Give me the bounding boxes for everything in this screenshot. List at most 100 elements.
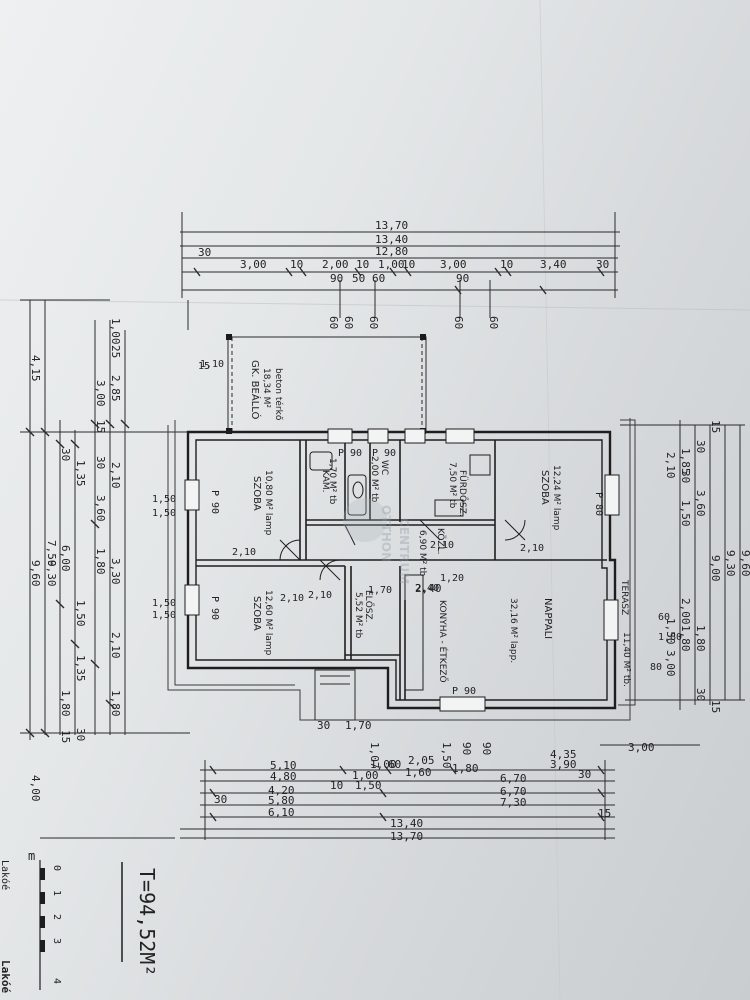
room-wc-area: 2,00 M² tb (369, 456, 379, 503)
svg-text:2,10: 2,10 (232, 547, 256, 558)
svg-text:4,15: 4,15 (29, 355, 42, 382)
dim-top-r1-e: 10 (356, 258, 369, 271)
left-dimension-texts: 4,15 9,60 9,30 7,50 4,00 1,00 25 2,85 3,… (29, 318, 122, 802)
left-dimension-lines (20, 299, 190, 839)
dim-top-r1-c: 10 (290, 258, 303, 271)
svg-text:1,80: 1,80 (658, 632, 682, 643)
carport-dims: 15 1,10 (198, 359, 224, 372)
top-dimension-lines (180, 212, 620, 330)
dim-top-r2-c: 60 (372, 272, 385, 285)
scale-unit: m (28, 849, 35, 863)
dim-top-r1-i: 10 (500, 258, 513, 271)
room-living-area: 32,16 M² lapp. (508, 598, 518, 663)
svg-text:7,50: 7,50 (45, 540, 58, 567)
left-ticks (25, 419, 130, 738)
svg-text:1,50: 1,50 (355, 779, 382, 792)
room-pantry-area: 1,70 M² tb (327, 458, 337, 505)
svg-text:4: 4 (51, 978, 62, 984)
svg-text:6,70: 6,70 (500, 785, 527, 798)
room-hall-area: 6,90 M² tb (417, 530, 427, 577)
svg-text:1,80: 1,80 (452, 762, 479, 775)
room-bedroom2-area: 12,60 M² lamp (263, 590, 273, 656)
windows (184, 428, 620, 712)
room-labels: GK. BEÁLLÓ 18,34 M² beton térkő SZOBA 10… (249, 360, 631, 687)
watermark-line1: OTTHON (379, 505, 393, 562)
svg-text:6,70: 6,70 (500, 772, 527, 785)
svg-text:4,20: 4,20 (268, 784, 295, 797)
svg-text:1,50: 1,50 (679, 500, 692, 527)
area-total-text: T=94,52M² (135, 868, 159, 976)
svg-text:1,50: 1,50 (152, 598, 176, 609)
corner-text: Lakóé (0, 960, 12, 993)
room-terrace-area: 11,40 M² tb. (621, 632, 631, 687)
svg-text:15: 15 (709, 700, 722, 713)
svg-text:P 90: P 90 (338, 448, 362, 459)
svg-text:4,35: 4,35 (550, 748, 577, 761)
bottom-dimension-lines (180, 744, 700, 840)
svg-text:6,00: 6,00 (59, 545, 72, 572)
room-bedroom1-name: SZOBA (251, 476, 262, 511)
svg-text:15: 15 (198, 361, 210, 372)
svg-text:1,50: 1,50 (664, 618, 677, 645)
dim-top-r1-j: 3,40 (540, 258, 567, 271)
room-hall-name: KÖZL. (435, 528, 446, 555)
top-dimension-texts: 13,70 13,40 12,80 30 3,00 10 2,00 10 1,0… (198, 219, 609, 285)
bottom-ticks (209, 765, 605, 822)
svg-text:P 90: P 90 (452, 686, 476, 697)
svg-text:1,50: 1,50 (440, 742, 453, 769)
svg-text:2,40: 2,40 (415, 582, 442, 595)
svg-text:60: 60 (367, 316, 380, 329)
dim-top-overall-3: 12,80 (375, 245, 408, 258)
svg-text:3,30: 3,30 (109, 558, 122, 585)
svg-text:9,60: 9,60 (739, 550, 750, 577)
svg-text:25: 25 (109, 345, 122, 358)
svg-text:30: 30 (94, 456, 107, 469)
room-bathroom-area: 7,50 M² tb (447, 462, 457, 509)
svg-text:9,00: 9,00 (709, 555, 722, 582)
svg-text:2,10: 2,10 (109, 632, 122, 659)
right-dimension-lines (620, 420, 745, 710)
room-entry-area: 5,52 M² tb (353, 592, 363, 639)
svg-text:15: 15 (598, 807, 611, 820)
svg-text:1,50: 1,50 (152, 610, 176, 621)
dim-top-r1-k: 30 (596, 258, 609, 271)
svg-text:9,60: 9,60 (29, 560, 42, 587)
svg-text:3: 3 (51, 938, 62, 944)
svg-text:30: 30 (694, 688, 707, 701)
room-bedroom3-area: 12,24 M² lamp (551, 465, 561, 531)
svg-text:P 90: P 90 (209, 596, 220, 620)
svg-text:1,80: 1,80 (694, 625, 707, 652)
svg-text:60: 60 (658, 612, 670, 623)
svg-text:1,80: 1,80 (109, 690, 122, 717)
svg-text:1,35: 1,35 (74, 655, 87, 682)
svg-text:1: 1 (51, 890, 62, 896)
svg-text:60: 60 (342, 316, 355, 329)
svg-text:2,10: 2,10 (430, 540, 454, 551)
svg-text:2,05: 2,05 (408, 754, 435, 767)
svg-text:P 80: P 80 (593, 492, 604, 516)
svg-text:60: 60 (452, 316, 465, 329)
room-terrace-name: TERASZ (619, 579, 629, 615)
svg-text:2,10: 2,10 (308, 590, 332, 601)
dim-top-r2-d: 90 (456, 272, 469, 285)
svg-text:13,70: 13,70 (390, 830, 423, 843)
svg-text:2,40: 2,40 (415, 583, 439, 594)
svg-text:60: 60 (388, 758, 401, 771)
svg-text:13,40: 13,40 (390, 817, 423, 830)
svg-text:30: 30 (694, 440, 707, 453)
opening-labels: P 90 P 90 P 90 P 90 P 90 P 80 1,50 1,50 … (152, 448, 682, 697)
svg-text:2,10: 2,10 (109, 462, 122, 489)
room-living-name: NAPPALI (542, 598, 553, 639)
svg-text:4,00: 4,00 (29, 775, 42, 802)
svg-text:15: 15 (709, 420, 722, 433)
svg-text:1,80: 1,80 (59, 690, 72, 717)
svg-text:3,60: 3,60 (694, 490, 707, 517)
svg-text:4,80: 4,80 (270, 770, 297, 783)
svg-text:2,85: 2,85 (109, 375, 122, 402)
svg-text:60: 60 (327, 316, 340, 329)
svg-text:30: 30 (214, 793, 227, 806)
svg-text:60: 60 (487, 316, 500, 329)
svg-text:1,50: 1,50 (74, 600, 87, 627)
terrace-outline (167, 418, 636, 721)
